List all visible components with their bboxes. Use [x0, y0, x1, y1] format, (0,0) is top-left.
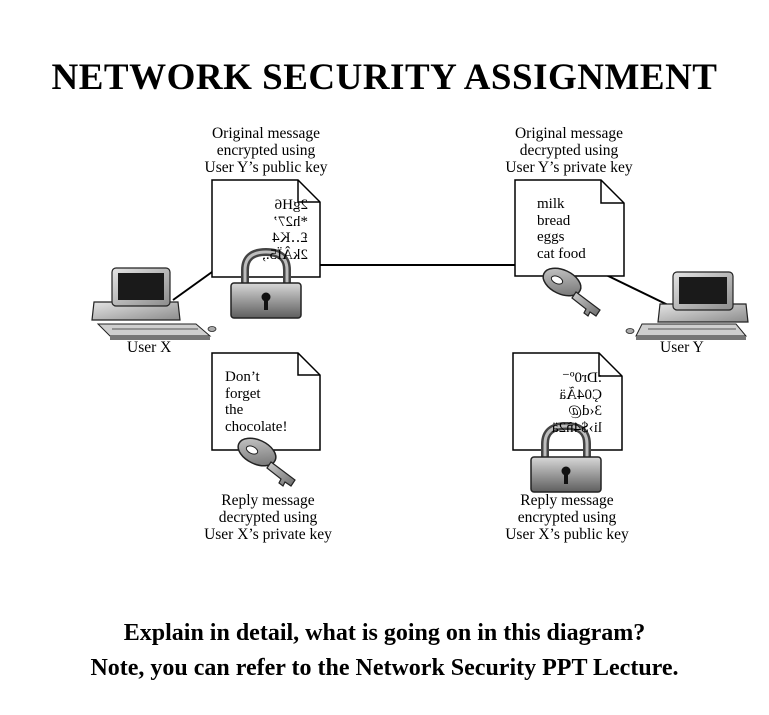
doc-line: Ç04Ãä	[559, 386, 603, 403]
caption-line: Reply message	[520, 492, 614, 509]
caption-bottom-right: Reply message encrypted using User X’s p…	[457, 492, 677, 543]
caption-line: encrypted using	[517, 509, 617, 526]
doc-line: cat food	[537, 245, 586, 262]
doc-line: li›$4ñ2ä	[552, 419, 602, 436]
computer-icon-user-x	[91, 267, 217, 340]
caption-bottom-left: Reply message decrypted using User X’s p…	[158, 492, 378, 543]
encrypted-message-text: 2gH6 *h27’ £‥K4 2kÂÏ5.,	[240, 197, 308, 263]
computer-icon-user-y	[625, 271, 749, 340]
doc-line: :Dr0º⁻	[561, 370, 602, 386]
caption-line: User X’s private key	[204, 526, 332, 543]
question-line-2: Note, you can refer to the Network Secur…	[90, 655, 679, 681]
doc-line: £‥K4	[272, 230, 308, 246]
doc-top-right	[514, 179, 625, 277]
doc-line: Don’t	[225, 369, 260, 385]
reply-message-text: Don’t forget the chocolate!	[225, 369, 287, 435]
caption-line: User Y’s private key	[505, 159, 633, 176]
caption-line: Original message	[514, 125, 624, 142]
doc-line: *h27’	[273, 213, 308, 230]
link-user-y	[599, 271, 669, 306]
caption-line: decrypted using	[519, 142, 619, 159]
link-user-x	[172, 271, 213, 301]
doc-line: forget	[225, 385, 261, 402]
doc-line: bread	[537, 212, 571, 229]
doc-line: milk	[537, 196, 565, 212]
caption-line: Original message	[211, 125, 321, 142]
caption-top-left: Original message encrypted using User Y’…	[156, 125, 376, 176]
doc-line: chocolate!	[225, 418, 288, 435]
caption-line: Reply message	[221, 492, 315, 509]
caption-line: decrypted using	[218, 509, 318, 526]
user-x-label: User X	[127, 339, 172, 356]
padlock-icon	[230, 247, 302, 319]
key-icon	[237, 437, 296, 487]
doc-top-left	[211, 179, 321, 278]
doc-line: 2kÂÏ5.,	[262, 246, 308, 263]
doc-line: 3‹d@	[568, 403, 602, 419]
user-y-label: User Y	[660, 339, 704, 356]
doc-line: the	[225, 402, 244, 418]
doc-bottom-left	[211, 352, 321, 451]
caption-line: encrypted using	[216, 142, 316, 159]
encrypted-reply-text: :Dr0º⁻ Ç04Ãä 3‹d@ li›$4ñ2ä	[527, 370, 602, 436]
caption-top-right: Original message decrypted using User Y’…	[459, 125, 679, 176]
doc-line: eggs	[537, 229, 565, 245]
caption-line: User X’s public key	[505, 526, 629, 543]
key-icon	[542, 267, 601, 317]
padlock-icon	[530, 421, 602, 493]
doc-line: 2gH6	[274, 197, 308, 213]
caption-line: User Y’s public key	[204, 159, 328, 176]
decrypted-message-text: milk bread eggs cat food	[537, 196, 586, 262]
page-title: NETWORK SECURITY ASSIGNMENT	[51, 57, 718, 98]
question-line-1: Explain in detail, what is going on in t…	[123, 620, 646, 646]
doc-bottom-right	[512, 352, 623, 451]
